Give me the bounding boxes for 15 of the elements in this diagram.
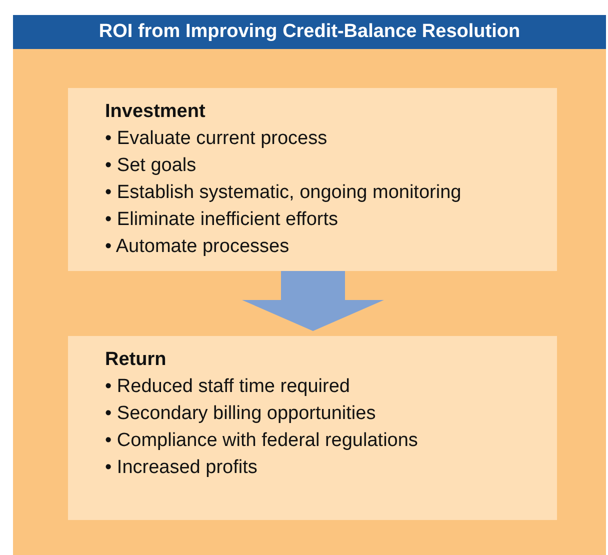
bullet-item: • Compliance with federal regulations xyxy=(105,429,418,453)
bullet-item: • Secondary billing opportunities xyxy=(105,402,376,426)
title-bar: ROI from Improving Credit-Balance Resolution xyxy=(13,15,606,49)
bullet-item: • Reduced staff time required xyxy=(105,375,350,399)
block-arrow xyxy=(242,271,384,331)
text-panel xyxy=(68,88,557,271)
bullet-item: • Establish systematic, ongoing monitoring xyxy=(105,181,462,205)
section-heading: Investment xyxy=(105,100,206,124)
bullet-item: • Set goals xyxy=(105,154,196,178)
section-heading: Return xyxy=(105,348,166,372)
bullet-item: • Increased profits xyxy=(105,456,258,480)
bullet-item: • Eliminate inefficient efforts xyxy=(105,208,338,232)
text-panel xyxy=(68,336,557,520)
bullet-item: • Evaluate current process xyxy=(105,127,328,151)
bullet-item: • Automate processes xyxy=(105,235,290,259)
